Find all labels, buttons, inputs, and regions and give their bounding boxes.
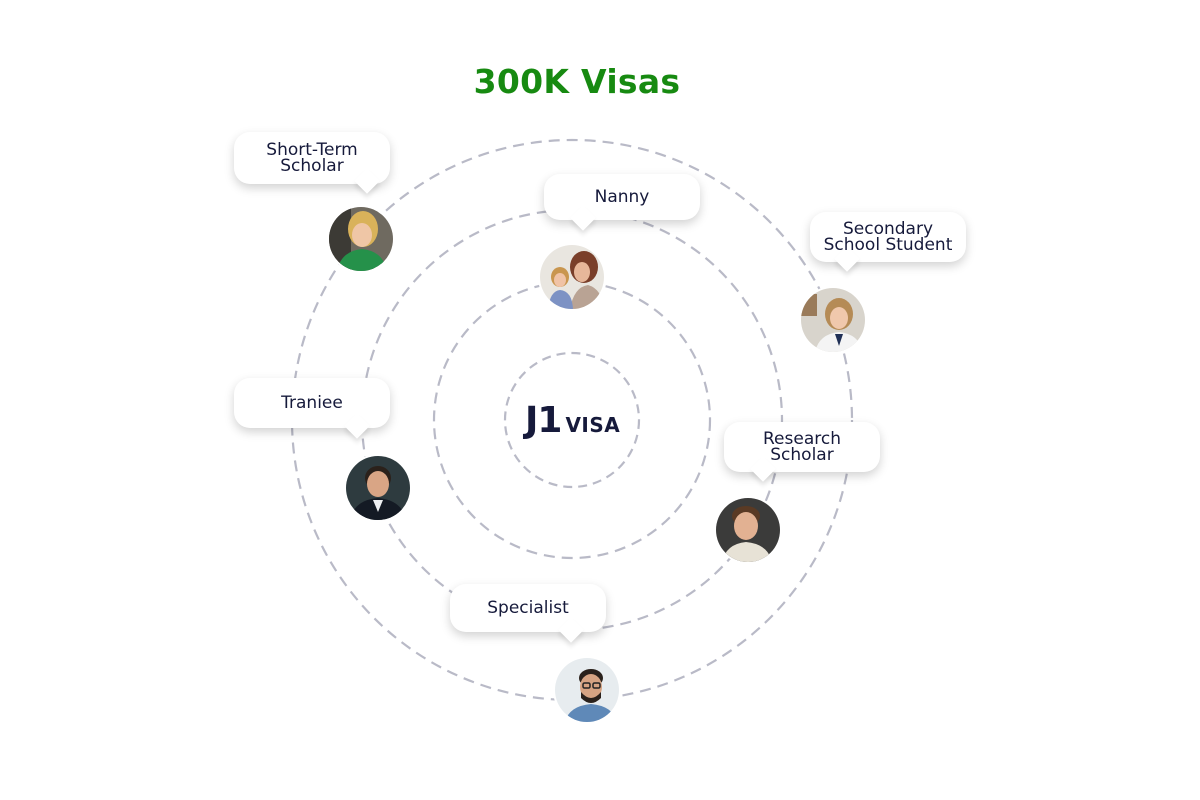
label-short-term-scholar: Short-Term Scholar [266,140,358,176]
bubble-specialist: Specialist [450,584,606,643]
bubble-short-term-scholar: Short-Term Scholar [234,132,390,194]
man-dark-suit-photo [346,456,410,520]
label-traniee: Traniee [281,393,343,413]
logo-sub: VISA [565,413,621,437]
bubble-traniee: Traniee [234,378,390,439]
label-secondary-school-student: Secondary School Student [823,219,953,255]
orbit-ring-center [503,351,641,489]
woman-green-shirt-photo [329,207,393,271]
bubble-nanny: Nanny [544,174,700,231]
label-specialist: Specialist [487,598,569,618]
page-title: 300K Visas [473,62,681,101]
schoolgirl-photo [801,288,865,352]
bubble-research-scholar: Research Scholar [724,422,880,482]
j1-visa-logo: J1 VISA [525,400,621,441]
label-research-scholar: Research Scholar [763,429,841,465]
young-man-photo [716,498,780,562]
nanny-with-child-photo [540,245,604,309]
bubble-secondary-school-student: Secondary School Student [810,212,966,272]
man-glasses-photo [555,658,619,722]
logo-main: J1 [525,400,562,441]
label-nanny: Nanny [594,187,650,207]
